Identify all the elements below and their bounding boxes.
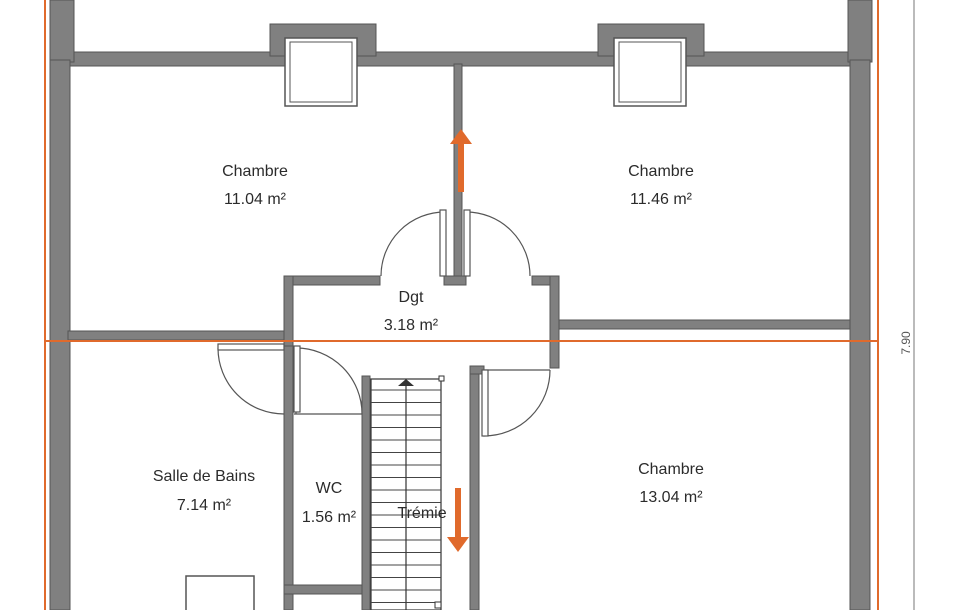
door-leaf-chambre-left	[439, 209, 447, 277]
roof-window-right-inner	[618, 41, 682, 103]
room-name-chambre-2: Chambre	[628, 163, 694, 180]
room-area-dgt: 3.18 m²	[384, 317, 439, 334]
dimension-label: 7.90	[899, 331, 913, 355]
roof-windows	[185, 37, 687, 610]
room-name-chambre-1: Chambre	[222, 163, 288, 180]
right-wall-upper	[847, 0, 873, 63]
door-bathroom	[217, 347, 285, 415]
room-area-chambre-2: 11.46 m²	[630, 191, 693, 208]
dgt-right-wall	[549, 275, 560, 369]
door-leaf-wc	[293, 345, 301, 413]
stair-corner-marker-2	[434, 601, 442, 609]
direction-arrows	[447, 129, 472, 552]
left-wall	[49, 59, 71, 610]
arrow-up-shaft	[458, 142, 464, 192]
roof-window-right-outer	[613, 37, 687, 107]
right-wall	[849, 59, 871, 610]
wc-left-wall	[283, 345, 294, 610]
interior-walls	[67, 63, 851, 610]
room-area-wc: 1.56 m²	[302, 509, 357, 526]
room-labels: Chambre 11.04 m² Chambre 11.46 m² Dgt 3.…	[153, 163, 704, 526]
roof-window-bottom	[185, 575, 255, 610]
door-leaf-chambre-right	[463, 209, 471, 277]
doors	[217, 209, 551, 437]
door-chambre-right	[465, 211, 531, 277]
dgt-left-wall	[283, 275, 294, 347]
dgt-top-wall-left	[283, 275, 381, 286]
arrow-down-shaft	[455, 488, 461, 538]
room-name-dgt: Dgt	[399, 289, 424, 306]
exterior-walls	[49, 0, 873, 610]
room-name-bathroom: Salle de Bains	[153, 468, 255, 485]
door-wc	[295, 347, 363, 415]
dgt-top-wall-mid	[443, 275, 467, 286]
door-chambre-bottom	[483, 369, 551, 437]
room-name-wc: WC	[316, 480, 343, 497]
stair-right-wall	[469, 365, 480, 610]
roof-window-left-outer	[284, 37, 358, 107]
room-name-tremie: Trémie	[397, 505, 446, 522]
roof-window-left-inner	[289, 41, 353, 103]
room-area-chambre-3: 13.04 m²	[639, 489, 703, 506]
arrow-up-head	[450, 129, 472, 144]
stair-left-wall	[361, 375, 371, 610]
wall-right-horizontal	[557, 319, 851, 330]
staircase	[370, 375, 445, 610]
door-leaf-chambre-bottom	[481, 369, 489, 437]
left-wall-upper	[49, 0, 75, 63]
arrow-down-head	[447, 537, 469, 552]
room-area-chambre-1: 11.04 m²	[224, 191, 287, 208]
wc-bottom-wall	[283, 584, 369, 595]
guide-lines	[44, 0, 879, 610]
stair-arrow	[398, 379, 414, 386]
door-chambre-left	[380, 211, 446, 277]
stair-corner-marker-1	[438, 375, 445, 382]
room-name-chambre-3: Chambre	[638, 461, 704, 478]
door-leaf-bathroom	[217, 343, 285, 351]
wall-left-horizontal	[67, 330, 287, 341]
room-area-bathroom: 7.14 m²	[177, 497, 232, 514]
